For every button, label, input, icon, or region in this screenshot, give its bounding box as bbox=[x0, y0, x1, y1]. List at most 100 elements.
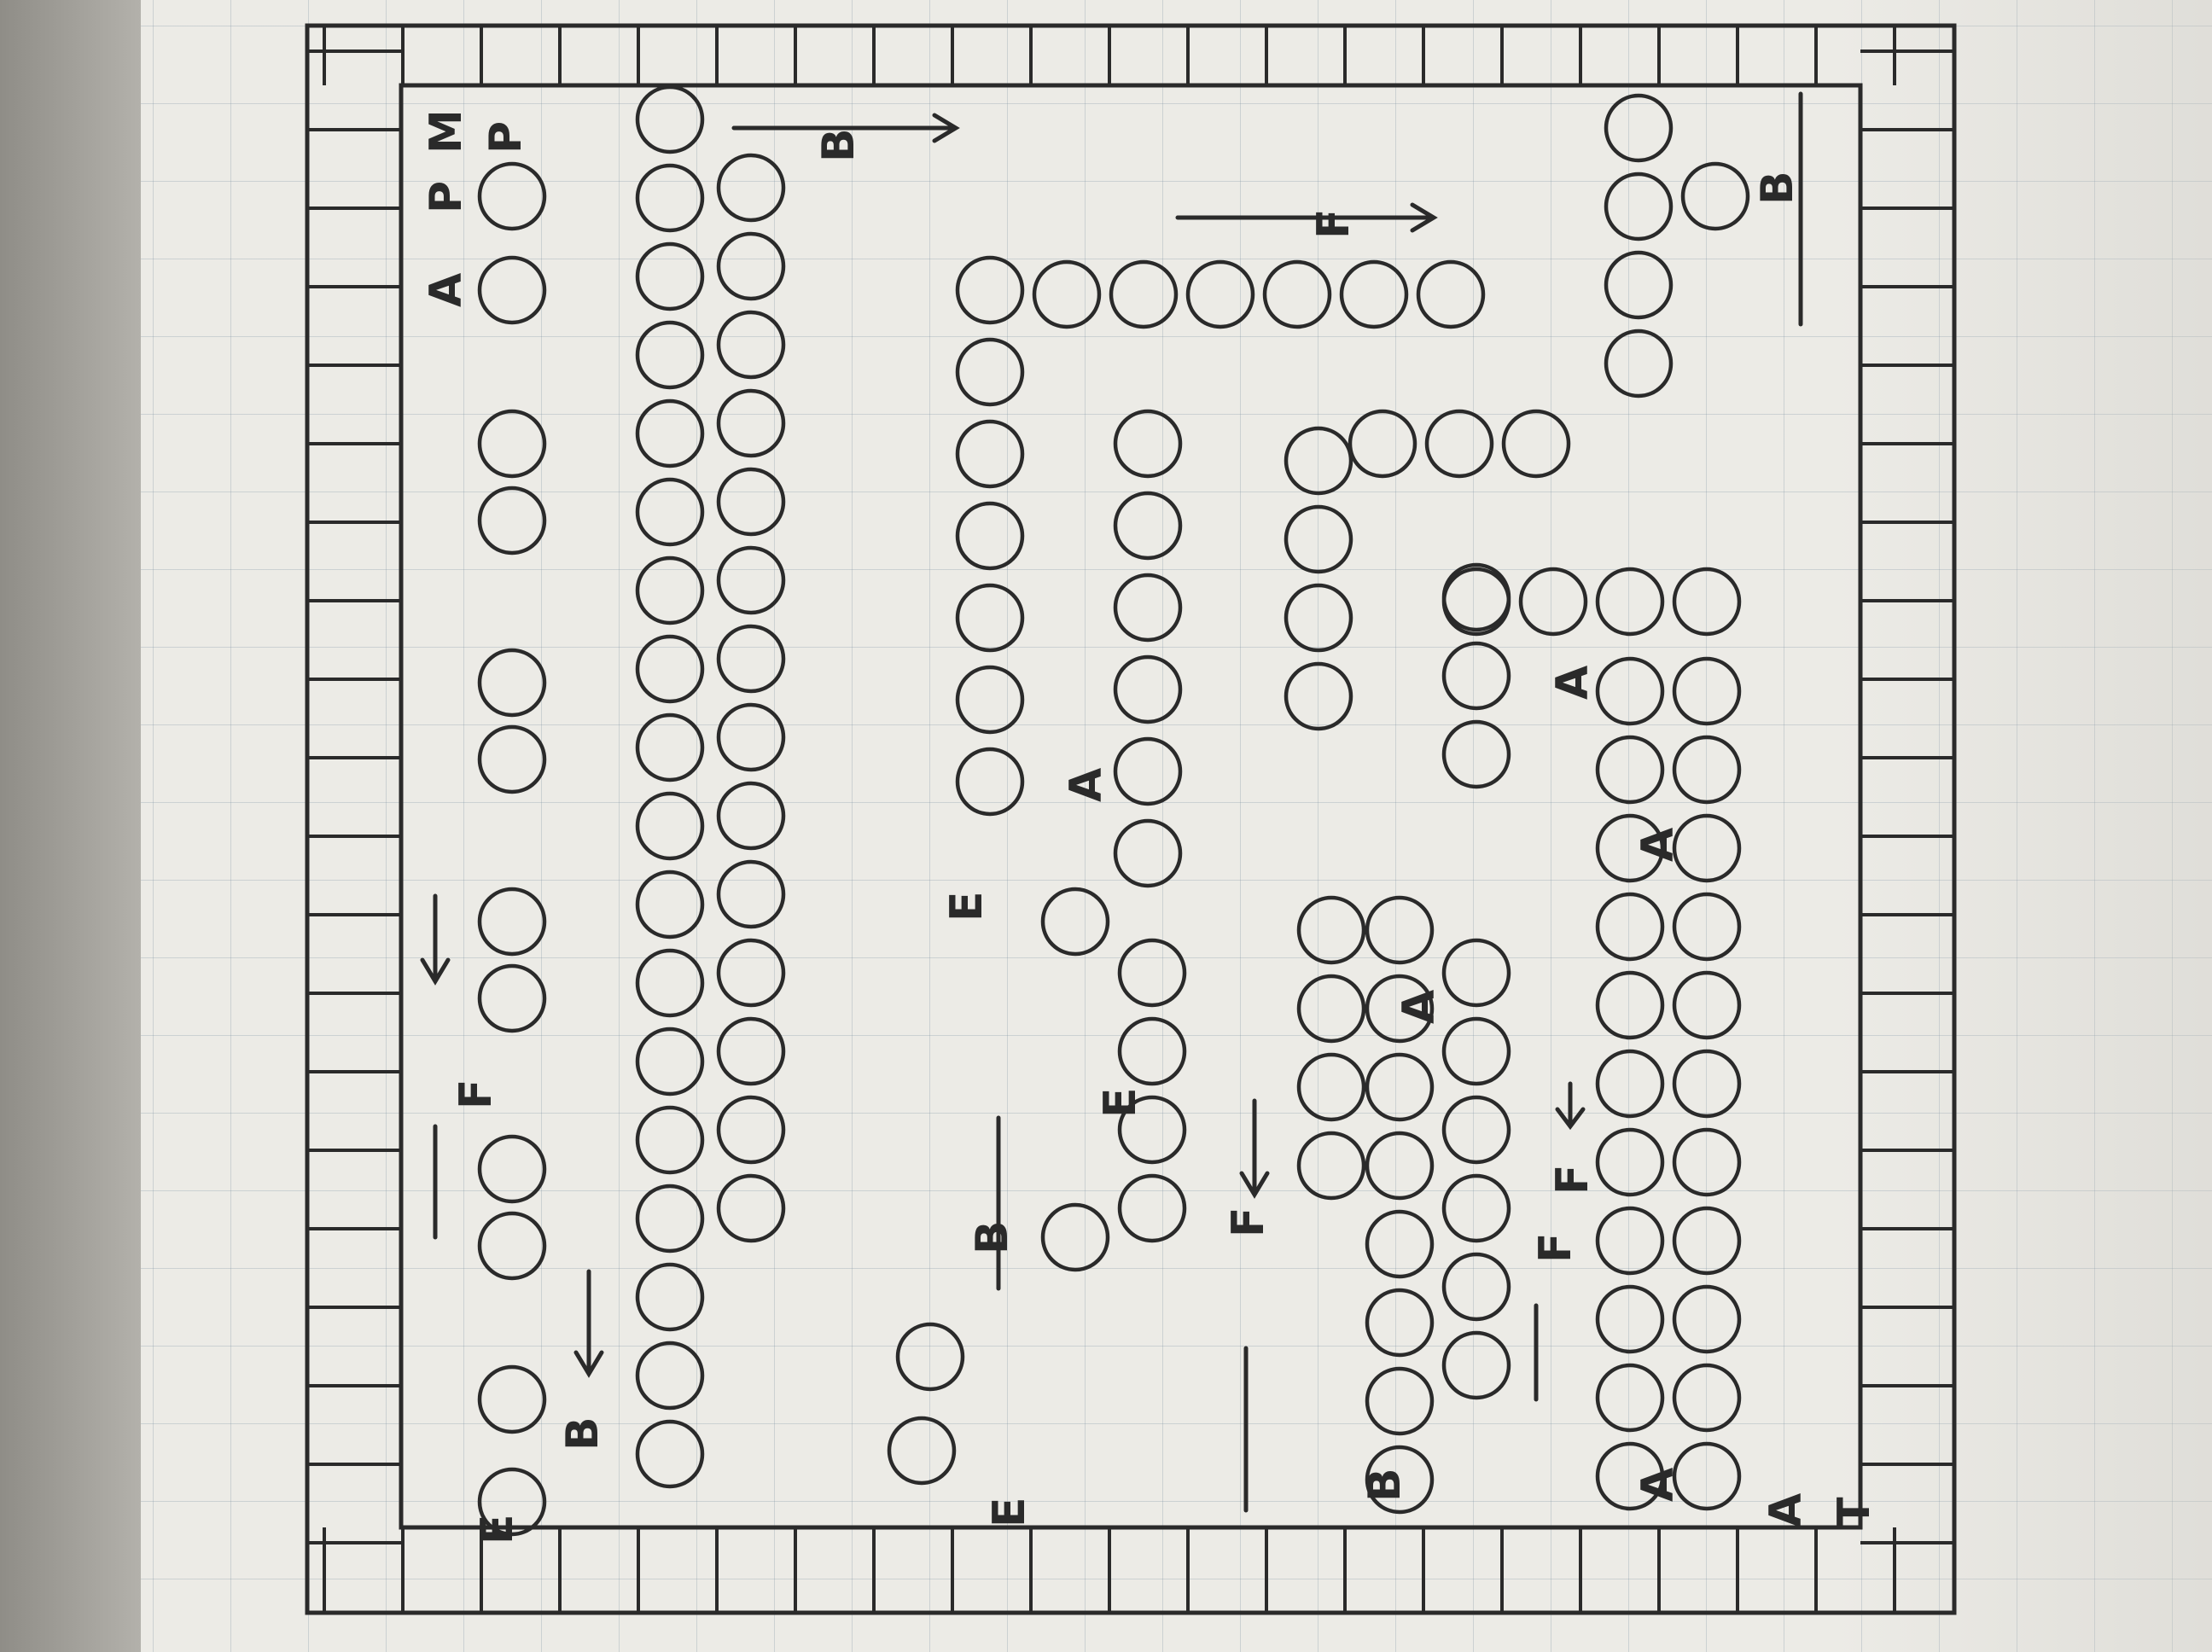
seat-circle bbox=[716, 781, 786, 851]
seat-circle bbox=[477, 255, 547, 325]
seat-circle bbox=[635, 791, 705, 861]
seat-circle bbox=[955, 665, 1025, 735]
seat-circle bbox=[955, 501, 1025, 571]
seat-circle bbox=[1672, 1127, 1742, 1197]
seat-circle bbox=[1365, 1209, 1435, 1279]
seat-circle bbox=[1109, 259, 1179, 329]
seat-circle bbox=[1672, 567, 1742, 637]
seat-circle bbox=[1595, 1441, 1665, 1511]
seat-circle bbox=[955, 255, 1025, 325]
seat-circle bbox=[477, 648, 547, 718]
seat-circle bbox=[716, 1016, 786, 1086]
seat-circle bbox=[955, 747, 1025, 817]
seat-circle bbox=[1595, 567, 1665, 637]
seat-circle bbox=[1595, 1206, 1665, 1276]
seat-circle bbox=[1595, 1363, 1665, 1433]
seat-circle bbox=[1365, 974, 1435, 1044]
seat-circle bbox=[1604, 93, 1674, 163]
seat-circle bbox=[635, 1105, 705, 1175]
label-d-mid: A bbox=[1061, 768, 1112, 802]
seat-circle bbox=[477, 887, 547, 957]
seat-circle bbox=[716, 859, 786, 929]
label-b-bottom: B bbox=[1359, 1468, 1411, 1502]
seat-circle bbox=[1284, 661, 1353, 731]
grid-paper bbox=[141, 0, 2212, 1652]
seat-circle bbox=[1501, 409, 1571, 479]
seat-circle bbox=[1672, 1441, 1742, 1511]
seat-circle bbox=[477, 409, 547, 479]
label-a-right-2: A bbox=[1633, 828, 1684, 862]
seat-circle bbox=[1113, 573, 1183, 643]
seat-circle bbox=[1672, 892, 1742, 962]
seat-circle bbox=[716, 1095, 786, 1165]
seat-circle bbox=[716, 388, 786, 458]
seat-circle bbox=[477, 1211, 547, 1281]
seat-circle bbox=[635, 84, 705, 154]
seat-circle bbox=[895, 1322, 965, 1392]
seat-circle bbox=[1672, 656, 1742, 726]
seat-circle bbox=[635, 870, 705, 939]
seat-circle bbox=[1441, 1095, 1511, 1165]
seat-circle bbox=[716, 624, 786, 694]
seat-circle bbox=[635, 398, 705, 468]
label-e-bottom: E bbox=[984, 1497, 1035, 1527]
seat-circle bbox=[1365, 1445, 1435, 1515]
seat-circle bbox=[1604, 172, 1674, 241]
seat-circle bbox=[1672, 735, 1742, 805]
seat-circle bbox=[955, 337, 1025, 407]
seat-circle bbox=[477, 1134, 547, 1204]
seat-circle bbox=[1441, 1173, 1511, 1243]
seat-circle bbox=[1441, 641, 1511, 711]
seat-circle bbox=[1365, 1288, 1435, 1358]
seat-circle bbox=[1595, 1284, 1665, 1354]
seat-circle bbox=[1672, 813, 1742, 883]
seat-circle bbox=[1441, 562, 1511, 632]
seat-circle bbox=[1416, 259, 1486, 329]
label-b-left: B bbox=[557, 1416, 608, 1451]
label-e-left: E bbox=[472, 1514, 523, 1544]
label-t-corner: T bbox=[1829, 1497, 1880, 1527]
seat-circle bbox=[716, 467, 786, 537]
seat-circle bbox=[477, 1364, 547, 1434]
seat-circle bbox=[1117, 1016, 1187, 1086]
outer-wall bbox=[305, 23, 1957, 1615]
seat-circle bbox=[1441, 567, 1511, 637]
seat-circle bbox=[716, 938, 786, 1008]
seat-circle bbox=[955, 583, 1025, 653]
seat-circle bbox=[477, 724, 547, 794]
seat-circle bbox=[1441, 1016, 1511, 1086]
seat-circle bbox=[1672, 1363, 1742, 1433]
seat-circles bbox=[477, 84, 1750, 1537]
seat-circle bbox=[716, 310, 786, 380]
label-e-center: E bbox=[1095, 1087, 1146, 1118]
seat-circle bbox=[1284, 583, 1353, 653]
seat-circle bbox=[1040, 887, 1110, 957]
label-b-right: B bbox=[1752, 171, 1803, 205]
notebook-edge-shadow bbox=[0, 0, 141, 1652]
seat-circle bbox=[716, 231, 786, 301]
seat-circle bbox=[1441, 1330, 1511, 1400]
seat-circle bbox=[1284, 426, 1353, 496]
seat-circle bbox=[716, 153, 786, 223]
seat-circle bbox=[1117, 1173, 1187, 1243]
label-b-center: B bbox=[967, 1220, 1018, 1254]
seat-circle bbox=[955, 419, 1025, 489]
seat-circle bbox=[1595, 813, 1665, 883]
seat-circle bbox=[887, 1416, 957, 1486]
label-a-right-1: A bbox=[1547, 666, 1598, 700]
seat-circle bbox=[1040, 1202, 1110, 1272]
seat-circle bbox=[635, 163, 705, 233]
seat-circle bbox=[1185, 259, 1255, 329]
seat-circle bbox=[716, 702, 786, 772]
seat-circle bbox=[635, 320, 705, 390]
seat-circle bbox=[1296, 974, 1366, 1044]
seat-circle bbox=[1296, 1052, 1366, 1122]
seat-circle bbox=[1113, 491, 1183, 561]
paper-shading bbox=[1835, 0, 2212, 1652]
seat-circle bbox=[635, 948, 705, 1018]
label-a-corner: A bbox=[1761, 1493, 1812, 1527]
seat-circle bbox=[477, 963, 547, 1033]
seat-circle bbox=[1604, 250, 1674, 320]
seat-circle bbox=[477, 1467, 547, 1537]
